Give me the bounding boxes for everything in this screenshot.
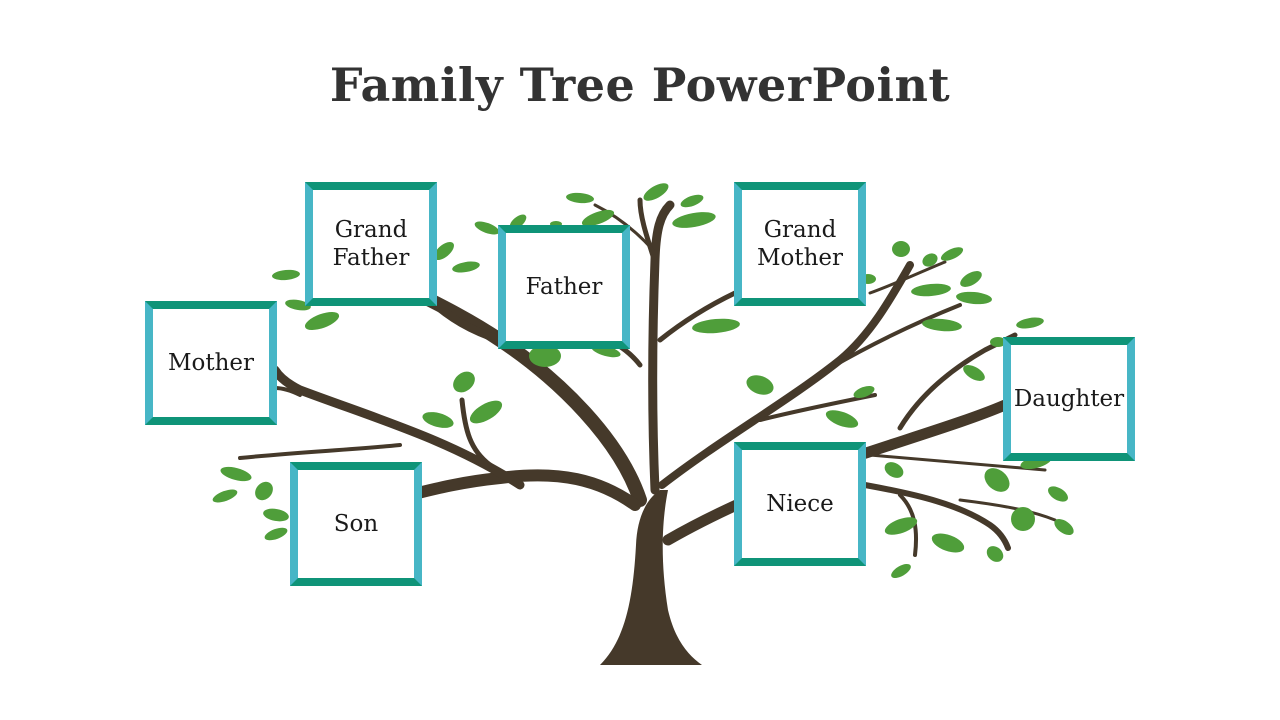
leaf: [434, 242, 454, 260]
leaf: [1048, 486, 1068, 502]
member-name: Grand Father: [332, 217, 410, 271]
leaf: [986, 546, 1004, 562]
leaf: [212, 489, 238, 503]
leaf: [422, 412, 454, 428]
leaf: [911, 283, 951, 297]
tree-leaves: [212, 183, 1074, 578]
leaf: [990, 337, 1006, 347]
leaf: [940, 247, 964, 261]
leaf: [529, 345, 561, 367]
leaf: [452, 261, 480, 273]
member-name: Grand Mother: [756, 217, 844, 271]
leaf: [746, 375, 774, 395]
leaf: [1016, 317, 1044, 329]
leaf: [263, 508, 289, 522]
leaf: [264, 527, 288, 541]
leaf: [931, 533, 965, 553]
leaf: [1054, 519, 1074, 535]
leaf: [566, 192, 594, 204]
slide-title: Family Tree PowerPoint: [329, 58, 951, 112]
leaf: [220, 466, 252, 482]
leaf: [1011, 507, 1035, 531]
member-name: Niece: [766, 491, 834, 517]
leaf: [853, 385, 875, 399]
leaf: [892, 241, 910, 257]
leaf: [963, 365, 985, 381]
leaf: [285, 299, 311, 311]
leaf: [825, 410, 859, 428]
member-name: Father: [525, 274, 603, 300]
leaf: [884, 462, 904, 478]
leaf: [672, 212, 716, 228]
leaf: [922, 253, 938, 267]
leaf: [469, 400, 503, 424]
member-grand-father: Grand Father: [305, 182, 437, 306]
member-mother: Mother: [145, 301, 277, 425]
leaf: [272, 269, 300, 281]
leaf: [643, 183, 669, 201]
member-name: Son: [333, 511, 379, 537]
member-grand-mother: Grand Mother: [734, 182, 866, 306]
leaf: [680, 194, 704, 208]
leaf: [922, 318, 962, 332]
member-daughter: Daughter: [1003, 337, 1135, 461]
leaf: [474, 221, 500, 235]
leaf: [891, 564, 911, 578]
leaf: [255, 481, 273, 501]
member-name: Mother: [167, 350, 255, 376]
leaf: [884, 517, 918, 535]
leaf: [304, 311, 340, 331]
leaf: [581, 209, 615, 227]
leaf: [453, 371, 475, 393]
member-father: Father: [498, 225, 630, 349]
member-niece: Niece: [734, 442, 866, 566]
tree-trunk: [600, 490, 702, 665]
leaf: [956, 291, 992, 305]
member-name: Daughter: [1013, 386, 1125, 412]
leaf: [960, 271, 982, 287]
leaf: [692, 318, 740, 334]
member-son: Son: [290, 462, 422, 586]
leaf: [984, 468, 1010, 492]
